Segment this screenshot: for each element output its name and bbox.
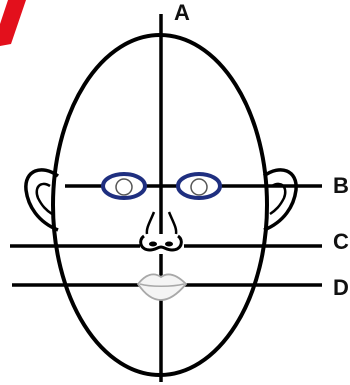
label-a: A [174, 2, 190, 24]
right-eye [178, 174, 220, 198]
label-c: C [333, 231, 349, 253]
label-d: D [333, 277, 349, 299]
left-eye [103, 174, 145, 198]
lips [138, 274, 186, 300]
label-b: B [333, 175, 349, 197]
corner-mark [0, 0, 26, 46]
